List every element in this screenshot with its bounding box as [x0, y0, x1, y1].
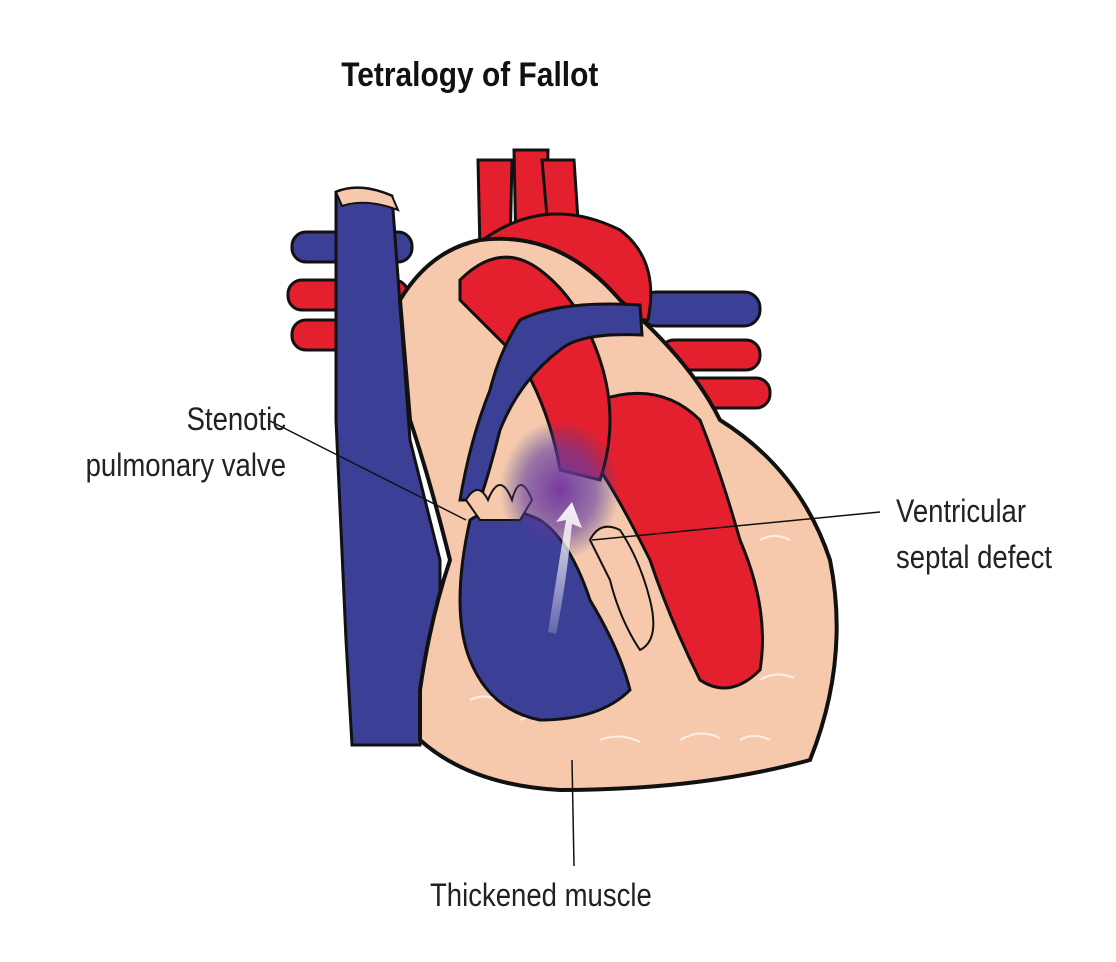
vsd-flow-arrow [548, 502, 582, 634]
label-stenotic-pulmonary-valve: Stenotic pulmonary valve [54, 396, 286, 488]
label-vsd-line1: Ventricular [896, 493, 1027, 529]
pulmonary-trunk [458, 302, 644, 502]
label-vsd-line2: septal defect [896, 539, 1053, 575]
diagram-title: Tetralogy of Fallot [341, 56, 599, 94]
left-ventricle [598, 391, 764, 690]
label-thickened-muscle: Thickened muscle [430, 877, 652, 913]
label-stenotic-line2: pulmonary valve [85, 447, 287, 483]
label-stenotic-line1: Stenotic [186, 401, 286, 437]
septum [588, 525, 655, 652]
leader-lines [267, 419, 881, 867]
mixing-zone [500, 420, 620, 560]
label-ventricular-septal-defect: Ventricular septal defect [896, 488, 1052, 580]
